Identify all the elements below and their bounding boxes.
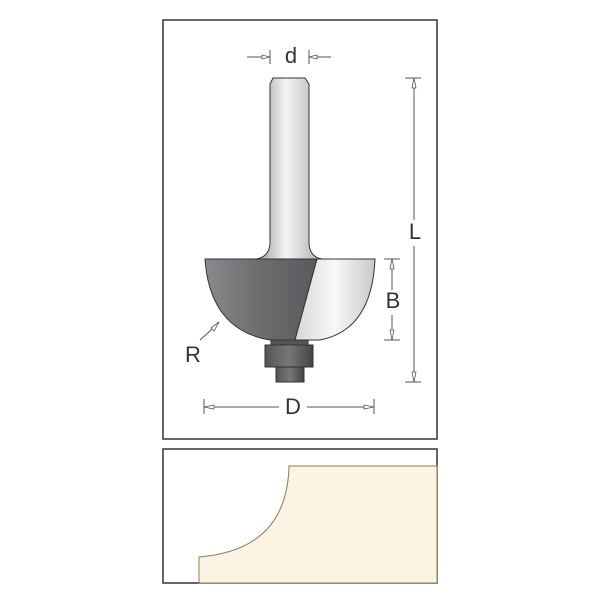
label-D: D (285, 394, 301, 419)
dimension-D: D (203, 394, 375, 419)
bearing-screw (275, 366, 305, 383)
label-L: L (409, 219, 421, 244)
dimension-R: R (185, 321, 220, 367)
label-B: B (386, 288, 401, 313)
bearing-collar (270, 339, 309, 346)
bearing (264, 344, 314, 368)
cut-profile (198, 465, 438, 584)
router-bit (204, 77, 376, 383)
label-d: d (285, 43, 297, 68)
dimension-B: B (384, 258, 401, 341)
cutter-body-light (294, 258, 376, 341)
dimension-d: d (247, 43, 331, 68)
label-R: R (185, 342, 201, 367)
dimension-L: L (405, 77, 421, 383)
